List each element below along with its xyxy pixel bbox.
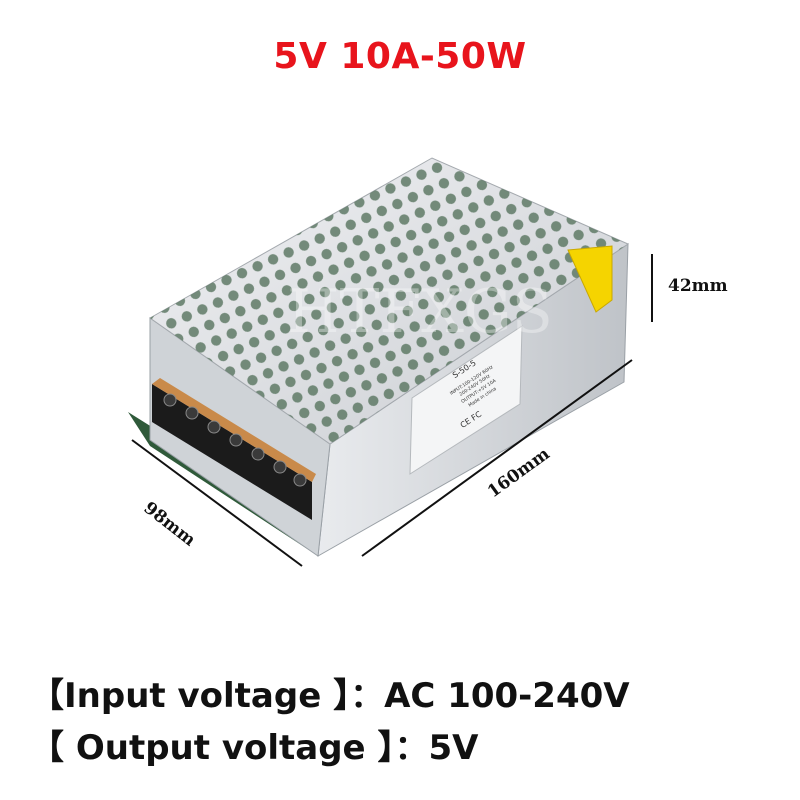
spec-value: 5V <box>428 728 479 768</box>
bracket-close: 】 <box>377 728 395 768</box>
spec-input-voltage: 【Input voltage 】：AC 100-240V <box>30 668 790 717</box>
height-dimension: 42mm <box>668 276 728 296</box>
spec-label <box>409 325 523 475</box>
bracket-close: 】 <box>333 676 351 716</box>
watermark: HTFXGS <box>287 277 553 347</box>
spec-separator: ： <box>350 676 385 716</box>
bracket-open: 【 <box>30 676 64 716</box>
spec-separator: ： <box>394 728 429 768</box>
length-dimension-line <box>361 359 633 557</box>
yellow-sticker <box>567 245 613 313</box>
bracket-open: 【 <box>30 728 76 768</box>
spec-name: Input voltage <box>64 676 334 716</box>
spec-output-voltage: 【 Output voltage 】：5V <box>30 720 790 769</box>
spec-value: AC 100-240V <box>384 676 630 716</box>
power-supply-image: S-50-5 INPUT:100-120V 60Hz 200-240V 50Hz… <box>128 157 653 567</box>
width-dimension-line <box>131 439 303 567</box>
spec-name: Output voltage <box>75 728 378 768</box>
terminal-block <box>152 378 316 520</box>
product-title: 5V 10A-50W <box>273 36 527 77</box>
